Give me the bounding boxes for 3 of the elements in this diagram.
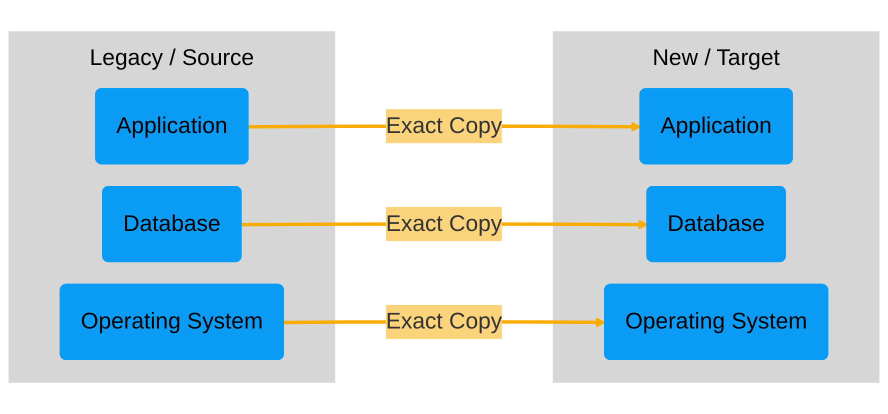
edge-label: Exact Copy bbox=[386, 114, 502, 139]
edge-label: Exact Copy bbox=[386, 309, 502, 334]
edge-label: Exact Copy bbox=[386, 212, 502, 237]
